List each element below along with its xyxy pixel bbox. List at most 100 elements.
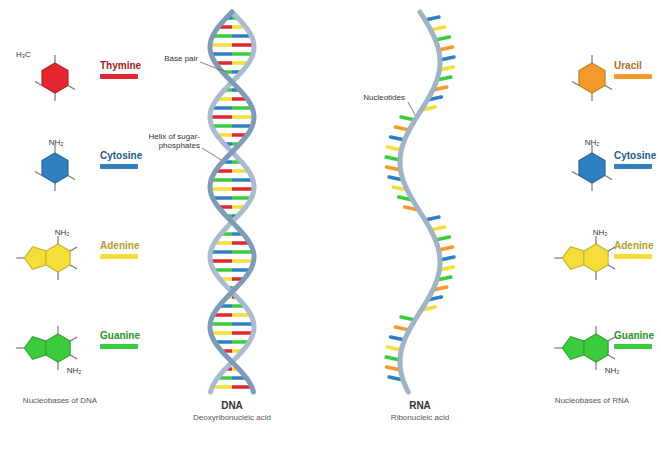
base-name: Cytosine [100, 150, 142, 161]
diagram-title: DNA [192, 400, 272, 412]
pyrimidine-ring [579, 153, 605, 183]
legend-entry: Guanine [100, 330, 140, 349]
annotation-label: NH₂ [62, 366, 86, 375]
annotation-label: Helix of sugar-phosphates [140, 132, 200, 150]
base-pair-half [232, 52, 253, 56]
base-name: Guanine [614, 330, 654, 341]
bond-line [68, 176, 75, 180]
bond-line [16, 347, 24, 348]
bond-line [608, 265, 615, 269]
base-pair-half [232, 322, 254, 326]
annotation-label: NH₂ [44, 138, 68, 147]
annotation-label: NH₂ [50, 228, 74, 237]
base-pair-half [210, 115, 232, 119]
base-pair-half [210, 187, 232, 191]
base-pair-half [232, 331, 253, 335]
bond-line [35, 172, 42, 176]
bond-line [57, 326, 58, 334]
base-name: Guanine [100, 330, 140, 341]
color-swatch [614, 254, 652, 259]
bond-line [70, 265, 77, 269]
base-pair-half [232, 259, 254, 263]
bond-line [591, 183, 592, 191]
color-swatch [100, 74, 138, 79]
pyrimidine-ring [42, 153, 68, 183]
bond-line [54, 93, 55, 101]
diagram-title: RNA [380, 400, 460, 412]
base-pair-half [232, 43, 254, 47]
nucleotides [386, 17, 454, 380]
annotation-label: NH₂ [600, 366, 624, 375]
base-pair-half [232, 178, 253, 182]
base-name: Adenine [100, 240, 139, 251]
color-swatch [100, 254, 138, 259]
base-pair-half [232, 187, 254, 191]
bond-line [595, 362, 596, 370]
legend-entry: Adenine [614, 240, 653, 259]
base-pair-half [210, 322, 232, 326]
base-pair-half [211, 178, 232, 182]
base-pair-half [232, 115, 254, 119]
annotation-label: Ribonucleic acid [370, 413, 470, 422]
purine-ring [584, 244, 608, 272]
legend-entry: Cytosine [614, 150, 656, 169]
imidazole-ring [24, 247, 46, 270]
annotation-label: NH₂ [588, 228, 612, 237]
legend-entry: Cytosine [100, 150, 142, 169]
bond-line [554, 257, 562, 258]
bond-line [595, 236, 596, 244]
imidazole-ring [24, 337, 46, 360]
purine-ring [46, 244, 70, 272]
bond-line [595, 326, 596, 334]
bond-line [554, 347, 562, 348]
purine-ring [46, 334, 70, 362]
color-swatch [614, 344, 652, 349]
bond-line [68, 86, 75, 90]
purine-ring [584, 334, 608, 362]
base-name: Adenine [614, 240, 653, 251]
annotation-label: Nucleobases of DNA [20, 396, 100, 405]
sugar-phosphate-strand [210, 12, 254, 392]
bond-line [591, 93, 592, 101]
base-pair-half [211, 52, 232, 56]
base-pair-half [210, 259, 232, 263]
bond-line [572, 172, 579, 176]
annotation-label: Nucleotides [345, 93, 405, 102]
color-swatch [100, 164, 138, 169]
annotation-label: Base pair [150, 54, 198, 63]
bond-line [70, 247, 77, 251]
imidazole-ring [562, 337, 584, 360]
legend-entry: Adenine [100, 240, 139, 259]
base-name: Uracil [614, 60, 652, 71]
leader-line [202, 148, 221, 160]
base-name: Thymine [100, 60, 141, 71]
bond-line [57, 362, 58, 370]
annotation-label: Deoxyribonucleic acid [172, 413, 292, 422]
color-swatch [614, 164, 652, 169]
base-pair-half [211, 250, 232, 254]
base-name: Cytosine [614, 150, 656, 161]
bond-line [54, 183, 55, 191]
bond-line [70, 355, 77, 359]
pyrimidine-ring [42, 63, 68, 93]
bond-line [35, 82, 42, 86]
bond-line [57, 272, 58, 280]
sugar-phosphate-strand [400, 12, 440, 392]
legend-entry: Thymine [100, 60, 141, 79]
bond-line [54, 55, 55, 63]
bond-line [595, 272, 596, 280]
leader-line [408, 102, 415, 115]
color-swatch [100, 344, 138, 349]
annotation-label: NH₂ [580, 138, 604, 147]
imidazole-ring [562, 247, 584, 270]
annotation-label: H₃C [16, 50, 40, 59]
bond-line [605, 176, 612, 180]
sugar-phosphate-strand [210, 12, 254, 392]
annotation-label: Nucleobases of RNA [552, 396, 632, 405]
base-pair-half [211, 331, 232, 335]
leader-line [200, 62, 226, 72]
bond-line [57, 236, 58, 244]
color-swatch [614, 74, 652, 79]
